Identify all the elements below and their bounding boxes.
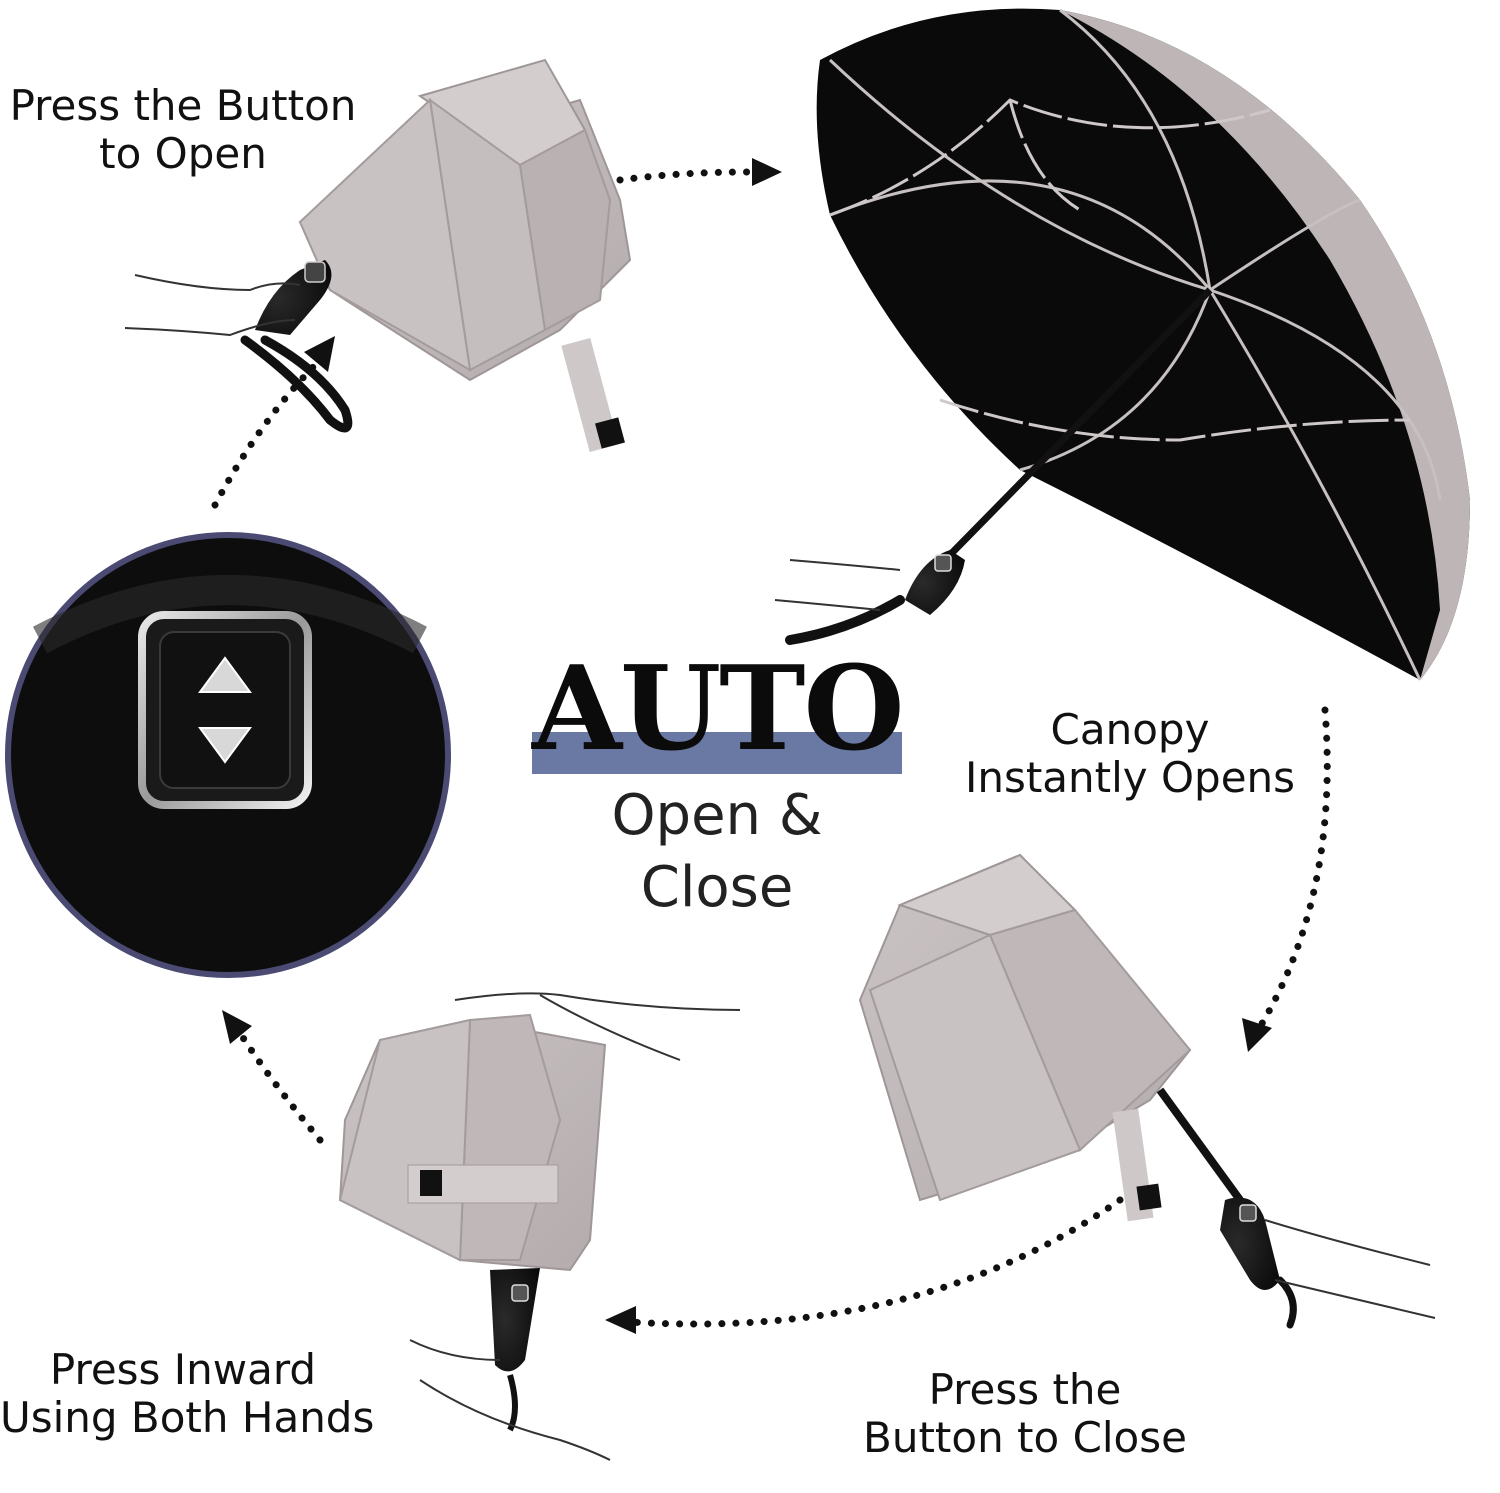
- step-label-canopy-opens: Canopy Instantly Opens: [964, 705, 1296, 802]
- step-label-press-inward: Press Inward Using Both Hands: [0, 1345, 375, 1442]
- folded-umbrella-close-step: [858, 853, 1436, 1329]
- folded-umbrella-press-step: [338, 992, 741, 1461]
- step-label-close: Press the Button to Close: [863, 1365, 1187, 1462]
- arrowheads: [222, 158, 1272, 1334]
- open-umbrella: [774, 8, 1470, 681]
- auto-title: AUTO: [532, 640, 905, 790]
- down-arrow-icon: [198, 727, 252, 764]
- step-label-open: Press the Button to Open: [9, 81, 357, 178]
- up-arrow-icon: [198, 656, 252, 693]
- auto-subtitle: Open & Close: [611, 783, 823, 920]
- title-accent-bar: [532, 732, 902, 774]
- flow-arrows: [211, 168, 1331, 1328]
- folded-umbrella-open-step: [124, 58, 632, 453]
- auto-title-text: AUTO: [532, 641, 905, 777]
